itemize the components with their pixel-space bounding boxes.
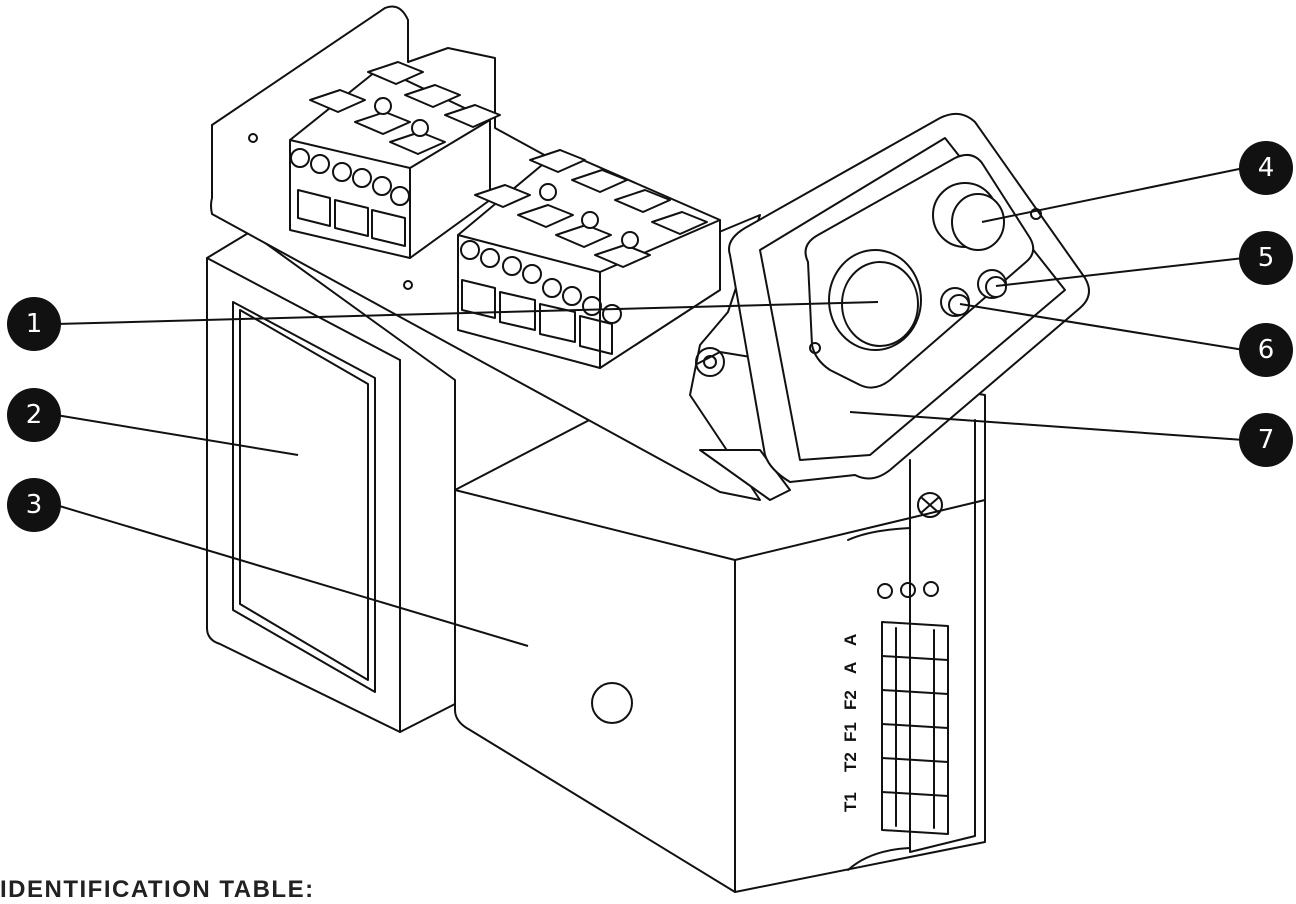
- terminal-label-a2: A: [841, 634, 860, 646]
- leader-3: [55, 504, 529, 647]
- leader-1: [55, 301, 879, 325]
- front-housing: [454, 351, 986, 893]
- terminal-strip: [847, 419, 976, 871]
- terminal-labels: T1 T2 F1 F2 A A: [841, 634, 860, 812]
- callout-2: 2: [7, 388, 61, 442]
- callout-5-number: 5: [1258, 243, 1275, 273]
- terminal-label-a1: A: [841, 662, 860, 674]
- callout-5: 5: [1239, 231, 1293, 285]
- callout-4-number: 4: [1258, 153, 1275, 183]
- leader-4: [981, 167, 1245, 223]
- terminal-label-t2: T2: [841, 752, 860, 772]
- front-hole: [591, 682, 633, 724]
- leader-7: [849, 411, 1245, 441]
- top-screw: [917, 492, 943, 518]
- callout-2-number: 2: [26, 400, 43, 430]
- callout-7-number: 7: [1258, 425, 1275, 455]
- control-panel: [699, 112, 1090, 501]
- identification-table-heading: IDENTIFICATION TABLE:: [0, 876, 315, 903]
- callout-1: 1: [7, 297, 61, 351]
- callout-1-number: 1: [26, 309, 43, 339]
- label-plate: [232, 301, 376, 693]
- leader-6: [959, 303, 1245, 351]
- left-housing: [206, 231, 456, 733]
- terminal-label-t1: T1: [841, 792, 860, 812]
- terminal-label-f2: F2: [841, 690, 860, 710]
- main-push-button: [828, 249, 922, 351]
- indicator-led-6: [940, 287, 970, 317]
- terminal-block-a: [289, 61, 501, 259]
- terminal-block-b: [457, 149, 721, 369]
- callout-4: 4: [1239, 141, 1293, 195]
- callout-6: 6: [1239, 323, 1293, 377]
- callout-3: 3: [7, 478, 61, 532]
- leader-lines: [55, 167, 1245, 647]
- indicator-led-5: [977, 269, 1007, 299]
- secondary-push-button: [932, 182, 1005, 251]
- callout-3-number: 3: [26, 490, 43, 520]
- plate-washer: [695, 347, 725, 377]
- callout-6-number: 6: [1258, 335, 1275, 365]
- callout-7: 7: [1239, 413, 1293, 467]
- leader-5: [995, 257, 1245, 287]
- terminal-label-f1: F1: [841, 722, 860, 742]
- leader-2: [55, 414, 299, 456]
